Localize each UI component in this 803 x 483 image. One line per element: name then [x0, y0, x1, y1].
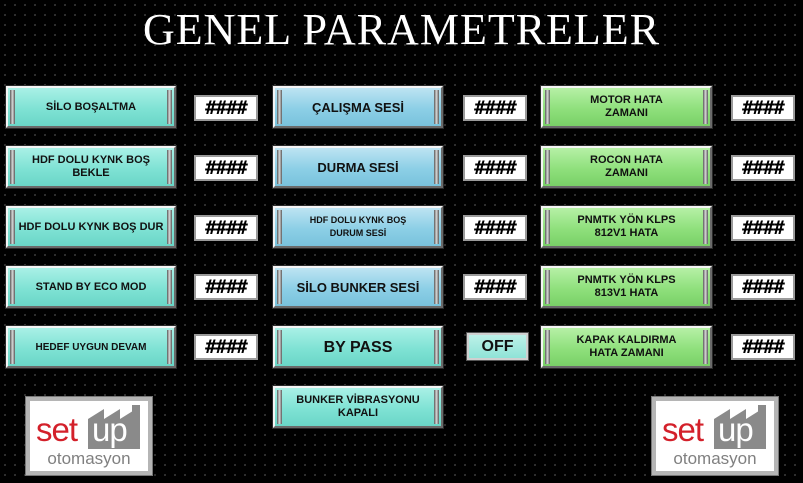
- kapak-kaldirma-hata-zamani-value[interactable]: ####: [730, 333, 796, 361]
- calisma-sesi-button[interactable]: ÇALIŞMA SESİ: [273, 86, 443, 128]
- bunker-vibrasyonu-kapali-button[interactable]: BUNKER VİBRASYONU KAPALI: [273, 386, 443, 428]
- durma-sesi-button[interactable]: DURMA SESİ: [273, 146, 443, 188]
- bunker-vibrasyonu-kapali-label: BUNKER VİBRASYONU KAPALI: [296, 394, 420, 419]
- hdf-dolu-kynk-bos-bekle-button[interactable]: HDF DOLU KYNK BOŞ BEKLE: [6, 146, 176, 188]
- logo-up-badge: up: [712, 405, 768, 449]
- pnmtk-yon-klps-812v1-hata-label: PNMTK YÖN KLPS 812V1 HATA: [577, 214, 676, 239]
- hdf-dolu-kynk-bos-bekle-value[interactable]: ####: [193, 154, 259, 182]
- motor-hata-zamani-button[interactable]: MOTOR HATA ZAMANI: [541, 86, 712, 128]
- page-title: GENEL PARAMETRELER: [142, 5, 661, 54]
- logo-set-text: set: [36, 411, 78, 448]
- logo-set-text: set: [662, 411, 704, 448]
- logo-up-badge: up: [86, 405, 142, 449]
- logo-up-text: up: [718, 411, 754, 448]
- kapak-kaldirma-hata-zamani-label: KAPAK KALDIRMA HATA ZAMANI: [576, 334, 677, 359]
- hdf-dolu-kynk-bos-bekle-label: HDF DOLU KYNK BOŞ BEKLE: [32, 154, 150, 179]
- kapak-kaldirma-hata-zamani-button[interactable]: KAPAK KALDIRMA HATA ZAMANI: [541, 326, 712, 368]
- hedef-uygun-devam-label: HEDEF UYGUN DEVAM: [35, 341, 147, 353]
- hdf-dolu-kynk-bos-durum-sesi-label: HDF DOLU KYNK BOŞ DURUM SESİ: [309, 215, 407, 238]
- calisma-sesi-value[interactable]: ####: [462, 94, 528, 122]
- durma-sesi-value[interactable]: ####: [462, 154, 528, 182]
- setup-logo-right: set up otomasyon: [651, 396, 779, 476]
- logo-subtitle: otomasyon: [673, 449, 757, 468]
- pnmtk-yon-klps-812v1-hata-value[interactable]: ####: [730, 214, 796, 242]
- factory-icon: [88, 405, 140, 449]
- logo-up-text: up: [92, 411, 128, 448]
- pnmtk-yon-klps-813v1-hata-button[interactable]: PNMTK YÖN KLPS 813V1 HATA: [541, 266, 712, 308]
- motor-hata-zamani-value[interactable]: ####: [730, 94, 796, 122]
- calisma-sesi-label: ÇALIŞMA SESİ: [312, 99, 404, 115]
- hdf-dolu-kynk-bos-dur-button[interactable]: HDF DOLU KYNK BOŞ DUR: [6, 206, 176, 248]
- hdf-dolu-kynk-bos-dur-label: HDF DOLU KYNK BOŞ DUR: [18, 220, 164, 233]
- stand-by-eco-mod-label: STAND BY ECO MOD: [35, 280, 147, 293]
- by-pass-button[interactable]: BY PASS: [273, 326, 443, 368]
- hdf-dolu-kynk-bos-durum-sesi-value[interactable]: ####: [462, 214, 528, 242]
- silo-bunker-sesi-button[interactable]: SİLO BUNKER SESİ: [273, 266, 443, 308]
- pnmtk-yon-klps-813v1-hata-value[interactable]: ####: [730, 273, 796, 301]
- silo-bunker-sesi-value[interactable]: ####: [462, 273, 528, 301]
- hedef-uygun-devam-value[interactable]: ####: [193, 333, 259, 361]
- by-pass-label: BY PASS: [323, 338, 393, 356]
- setup-logo-left: set up otomasyon: [25, 396, 153, 476]
- factory-icon: [714, 405, 766, 449]
- silo-bosaltma-label: SİLO BOŞALTMA: [45, 100, 137, 113]
- hedef-uygun-devam-button[interactable]: HEDEF UYGUN DEVAM: [6, 326, 176, 368]
- by-pass-status: OFF: [466, 332, 529, 361]
- logo-subtitle: otomasyon: [47, 449, 131, 468]
- hdf-dolu-kynk-bos-durum-sesi-button[interactable]: HDF DOLU KYNK BOŞ DURUM SESİ: [273, 206, 443, 248]
- stand-by-eco-mod-value[interactable]: ####: [193, 273, 259, 301]
- stand-by-eco-mod-button[interactable]: STAND BY ECO MOD: [6, 266, 176, 308]
- hdf-dolu-kynk-bos-dur-value[interactable]: ####: [193, 214, 259, 242]
- rocon-hata-zamani-label: ROCON HATA ZAMANI: [590, 154, 663, 179]
- silo-bosaltma-button[interactable]: SİLO BOŞALTMA: [6, 86, 176, 128]
- pnmtk-yon-klps-813v1-hata-label: PNMTK YÖN KLPS 813V1 HATA: [577, 274, 676, 299]
- motor-hata-zamani-label: MOTOR HATA ZAMANI: [590, 94, 663, 119]
- rocon-hata-zamani-button[interactable]: ROCON HATA ZAMANI: [541, 146, 712, 188]
- silo-bunker-sesi-label: SİLO BUNKER SESİ: [296, 279, 420, 295]
- silo-bosaltma-value[interactable]: ####: [193, 94, 259, 122]
- durma-sesi-label: DURMA SESİ: [317, 159, 399, 175]
- pnmtk-yon-klps-812v1-hata-button[interactable]: PNMTK YÖN KLPS 812V1 HATA: [541, 206, 712, 248]
- rocon-hata-zamani-value[interactable]: ####: [730, 154, 796, 182]
